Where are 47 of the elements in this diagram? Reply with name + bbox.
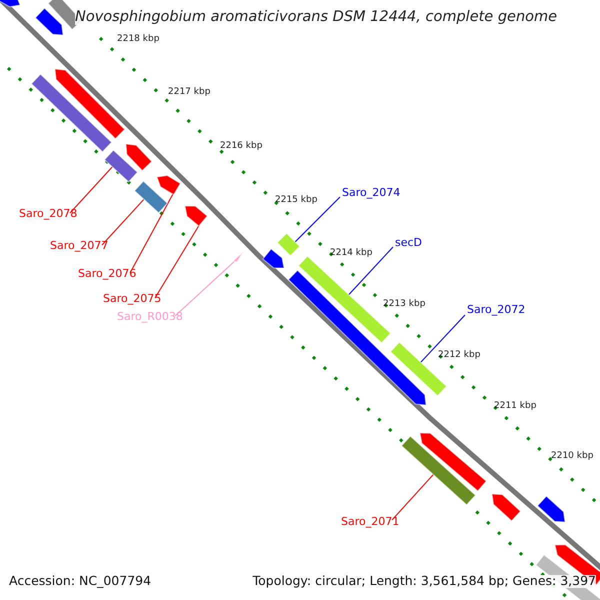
gene-feature	[0, 0, 21, 8]
gene-feature	[34, 8, 64, 36]
gene-feature	[491, 493, 522, 522]
scale-label: 2211 kbp	[494, 402, 536, 411]
leader-line	[392, 472, 435, 520]
gene-feature	[184, 206, 208, 227]
scale-label: 2214 kbp	[330, 249, 372, 258]
scale-label: 2210 kbp	[551, 452, 594, 461]
gene-label: secD	[395, 237, 422, 248]
gene-label: Saro_2075	[103, 293, 162, 304]
leader-line	[102, 198, 146, 246]
scale-label: 2215 kbp	[275, 196, 318, 205]
leader-line	[294, 196, 340, 244]
accession-text: Accession: NC_007794	[9, 575, 152, 588]
gene-feature	[156, 174, 181, 196]
gene-feature	[54, 68, 126, 140]
gene-label: Saro_2078	[19, 208, 78, 219]
scale-label: 2216 kbp	[220, 142, 262, 151]
gene-feature	[276, 232, 300, 256]
gene-feature	[288, 270, 427, 406]
gene-label: Saro_2076	[78, 268, 136, 279]
scale-label: 2217 kbp	[168, 88, 210, 97]
gene-feature	[104, 150, 138, 182]
gene-feature	[554, 544, 600, 586]
gene-feature	[400, 436, 476, 506]
gene-feature	[419, 432, 487, 492]
rna-feature-marker	[232, 252, 244, 263]
leader-line	[347, 246, 394, 296]
leader-line	[419, 314, 466, 364]
gene-feature	[30, 74, 112, 152]
gene-label: Saro_2071	[341, 516, 400, 527]
gene-label: Saro_R0038	[117, 311, 183, 322]
scale-label: 2212 kbp	[438, 351, 480, 360]
genome-info-text: Topology: circular; Length: 3,561,584 bp; Genes: 3,397	[252, 575, 596, 588]
gene-label: Saro_2077	[50, 240, 108, 251]
gene-feature	[125, 143, 152, 172]
scale-label: 2218 kbp	[117, 35, 160, 44]
gene-label: Saro_2072	[467, 304, 526, 315]
gene-feature	[536, 496, 566, 523]
leader-line	[130, 192, 174, 274]
leader-line	[70, 165, 114, 214]
gene-label: Saro_2074	[342, 187, 400, 198]
leader-line	[154, 224, 200, 298]
gene-feature	[262, 248, 285, 268]
scale-label: 2213 kbp	[383, 300, 426, 309]
title: Novosphingobium aromaticivorans DSM 12444, complete genome	[75, 10, 558, 24]
gene-feature	[134, 180, 168, 214]
